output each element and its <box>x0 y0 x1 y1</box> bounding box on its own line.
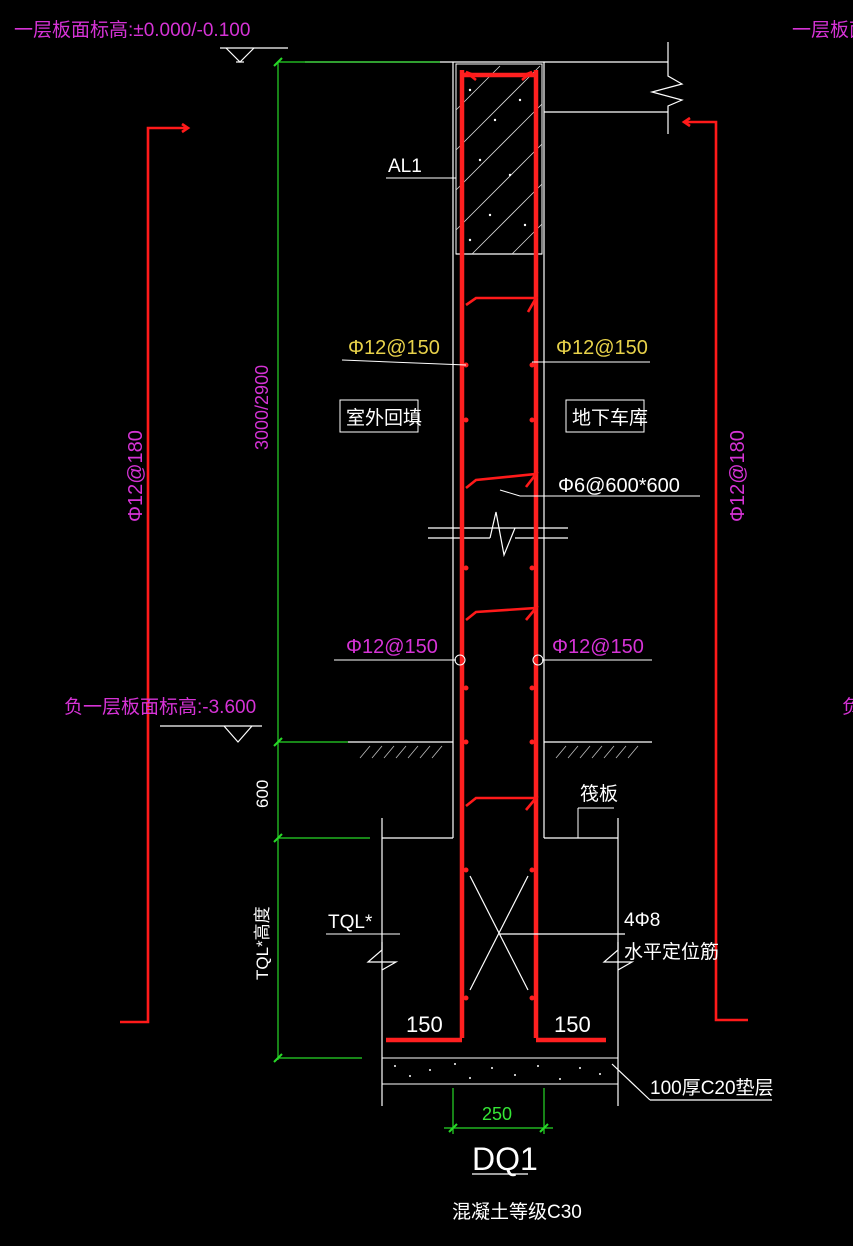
rebar-bot-left-label: Φ12@150 <box>346 636 438 658</box>
tie-bars <box>465 296 539 811</box>
tql-label: TQL* <box>328 912 373 933</box>
left-extend-label: 150 <box>406 1012 443 1037</box>
dim-600-label: 600 <box>253 780 272 808</box>
cushion-label: 100厚C20垫层 <box>650 1077 774 1099</box>
dimension-width <box>444 1088 553 1134</box>
tql-height-label: TQL*高度 <box>253 906 272 980</box>
right-extend-label: 150 <box>554 1012 591 1037</box>
wall-width-label: 250 <box>482 1104 512 1124</box>
top-elevation-label-right: 一层板面 <box>792 19 853 41</box>
positioning-bar-cross <box>469 875 625 991</box>
elevation-marker-basement <box>160 725 262 743</box>
raft-outline <box>366 818 635 1106</box>
elevation-marker-top <box>220 47 288 63</box>
basement-elevation-label: 负一层板面标高:-3.600 <box>64 696 256 718</box>
raft-label: 筏板 <box>580 783 618 805</box>
top-elevation-label: 一层板面标高:±0.000/-0.100 <box>14 19 250 41</box>
outside-fill-label: 室外回填 <box>346 407 422 429</box>
wall-outline <box>305 42 684 838</box>
cushion-layer <box>381 1057 772 1101</box>
garage-box <box>565 399 645 433</box>
leader-lines <box>326 177 700 935</box>
dimension-vertical <box>273 57 440 1063</box>
basement-elevation-label-right: 负 <box>842 696 853 718</box>
rebar-bot-right-label: Φ12@150 <box>552 636 644 658</box>
rebar-dots <box>463 362 535 1001</box>
long-rebar-bracket-left <box>120 122 191 1024</box>
beam-label: AL1 <box>388 156 422 177</box>
beam-hatch <box>455 63 543 255</box>
positioning-bar-label: 水平定位筋 <box>624 941 719 963</box>
rebar-top-right-label: Φ12@150 <box>556 337 648 359</box>
wall-id-title: DQ1 <box>472 1141 538 1177</box>
rebar-top-left-label: Φ12@150 <box>348 337 440 359</box>
long-rebar-left-label: Φ12@180 <box>125 430 147 522</box>
outside-fill-box <box>339 399 419 433</box>
long-rebar-bracket-right <box>681 116 748 1022</box>
garage-label: 地下车库 <box>572 407 648 429</box>
positioning-count-label: 4Φ8 <box>624 910 660 931</box>
tie-bar-label: Φ6@600*600 <box>558 475 680 497</box>
basement-floor <box>348 741 652 759</box>
rebar-cage <box>386 70 606 1043</box>
long-rebar-right-label: Φ12@180 <box>727 430 749 522</box>
height-dimension-label: 3000/2900 <box>252 365 272 450</box>
concrete-grade-label: 混凝土等级C30 <box>452 1201 582 1223</box>
